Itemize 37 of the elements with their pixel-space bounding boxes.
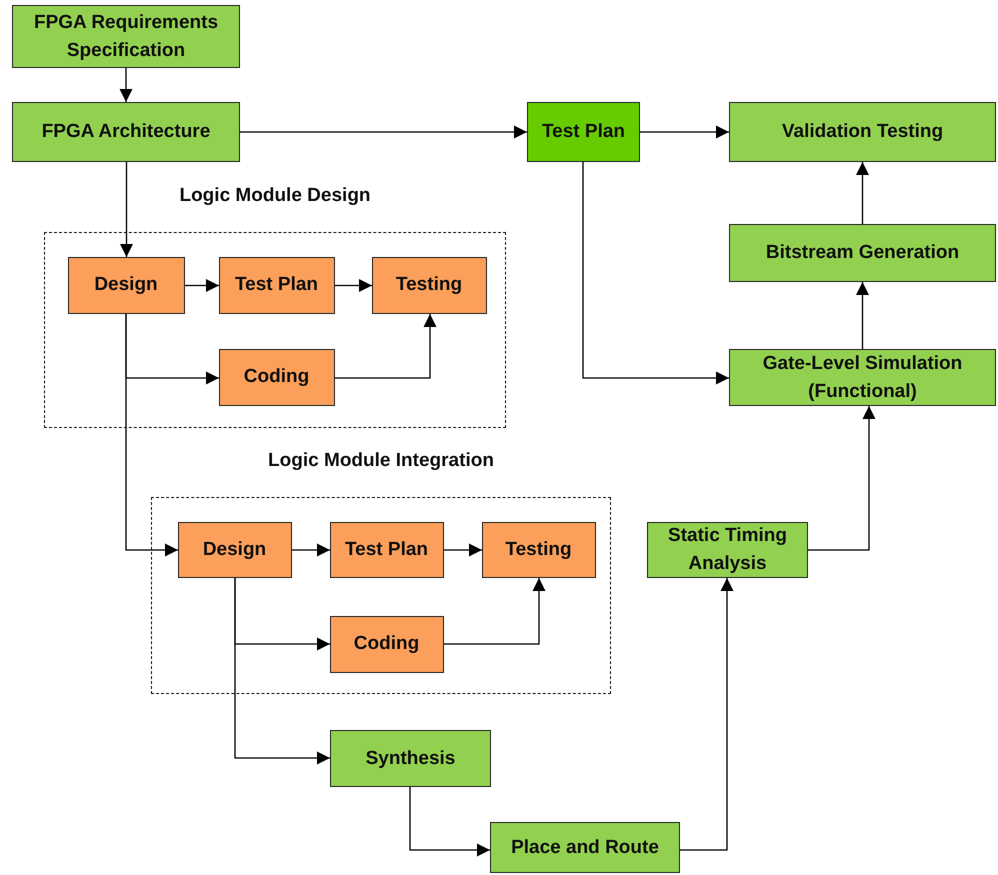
process-box: Test Plan (218, 256, 334, 314)
arrow (185, 279, 219, 292)
process-box: Coding (330, 616, 444, 672)
arrow (125, 314, 178, 556)
process-box: Design (178, 522, 292, 578)
arrow (444, 578, 546, 645)
process-box: Synthesis (330, 730, 491, 787)
process-box: Static Timing Analysis (647, 522, 808, 578)
arrow (808, 406, 876, 551)
process-box: FPGA Requirements Specification (12, 5, 240, 68)
process-box: Testing (482, 522, 596, 578)
arrow (582, 162, 729, 384)
arrow (680, 578, 734, 851)
process-box: Gate-Level Simulation (Functional) (729, 349, 996, 406)
arrow (240, 126, 527, 138)
process-box: Test Plan (330, 522, 444, 578)
arrow (444, 544, 482, 556)
arrow (120, 162, 133, 257)
process-box: FPGA Architecture (12, 102, 240, 162)
process-box: Testing (372, 256, 486, 314)
group-heading: Logic Module Design (179, 185, 371, 207)
process-box: Coding (218, 348, 334, 406)
arrow (335, 314, 436, 379)
arrow (292, 544, 330, 556)
process-box: Test Plan (527, 102, 640, 162)
process-box: Place and Route (490, 822, 680, 873)
process-box: Design (68, 256, 184, 314)
arrow (856, 162, 869, 224)
arrow (856, 282, 869, 349)
arrow (234, 578, 330, 764)
arrow (640, 126, 729, 138)
process-box: Bitstream Generation (729, 224, 996, 282)
arrow (335, 279, 372, 292)
process-box: Validation Testing (729, 102, 996, 162)
group-heading: Logic Module Integration (268, 450, 494, 472)
arrow (120, 68, 132, 102)
arrow (409, 787, 490, 856)
